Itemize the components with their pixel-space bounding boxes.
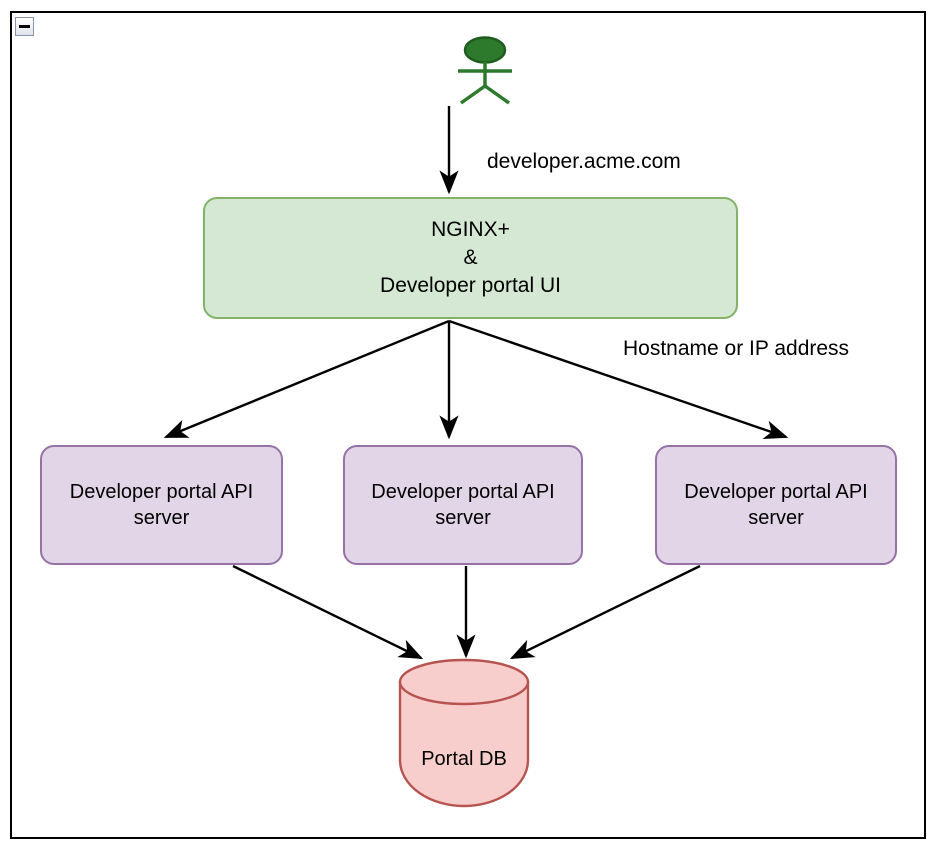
collapse-minimize-icon[interactable]: [15, 17, 34, 36]
node-portal-db[interactable]: Portal DB: [400, 660, 528, 806]
node-nginx-developer-portal-ui[interactable]: NGINX+ & Developer portal UI: [203, 197, 738, 319]
node-api-server-2-label: Developer portal API server: [371, 480, 555, 529]
node-api-server-2[interactable]: Developer portal API server: [343, 445, 583, 565]
node-api-server-1-label: Developer portal API server: [69, 480, 254, 529]
node-portal-db-label: Portal DB: [421, 748, 507, 770]
edge-label-developer-acme-com: developer.acme.com: [487, 150, 681, 173]
node-api-server-3-label: Developer portal API server: [684, 480, 868, 529]
node-api-server-3[interactable]: Developer portal API server: [655, 445, 897, 565]
node-nginx-label: NGINX+ & Developer portal UI: [380, 218, 561, 297]
minus-bar-icon: [19, 25, 30, 28]
node-api-server-1[interactable]: Developer portal API server: [40, 445, 283, 565]
edge-label-hostname-or-ip-address: Hostname or IP address: [623, 337, 850, 360]
